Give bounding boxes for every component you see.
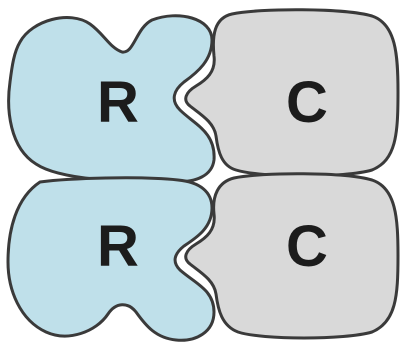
regulatory-subunit-bottom	[6, 176, 216, 342]
bottom-unit: R C	[6, 172, 400, 342]
regulatory-label-bottom: R	[97, 214, 139, 279]
regulatory-label-top: R	[97, 70, 139, 135]
catalytic-subunit-bottom	[184, 172, 400, 340]
top-unit: R C	[7, 8, 400, 184]
catalytic-subunit-top	[184, 8, 400, 178]
regulatory-subunit-top	[7, 14, 216, 184]
catalytic-label-top: C	[286, 70, 328, 135]
catalytic-label-bottom: C	[286, 214, 328, 279]
